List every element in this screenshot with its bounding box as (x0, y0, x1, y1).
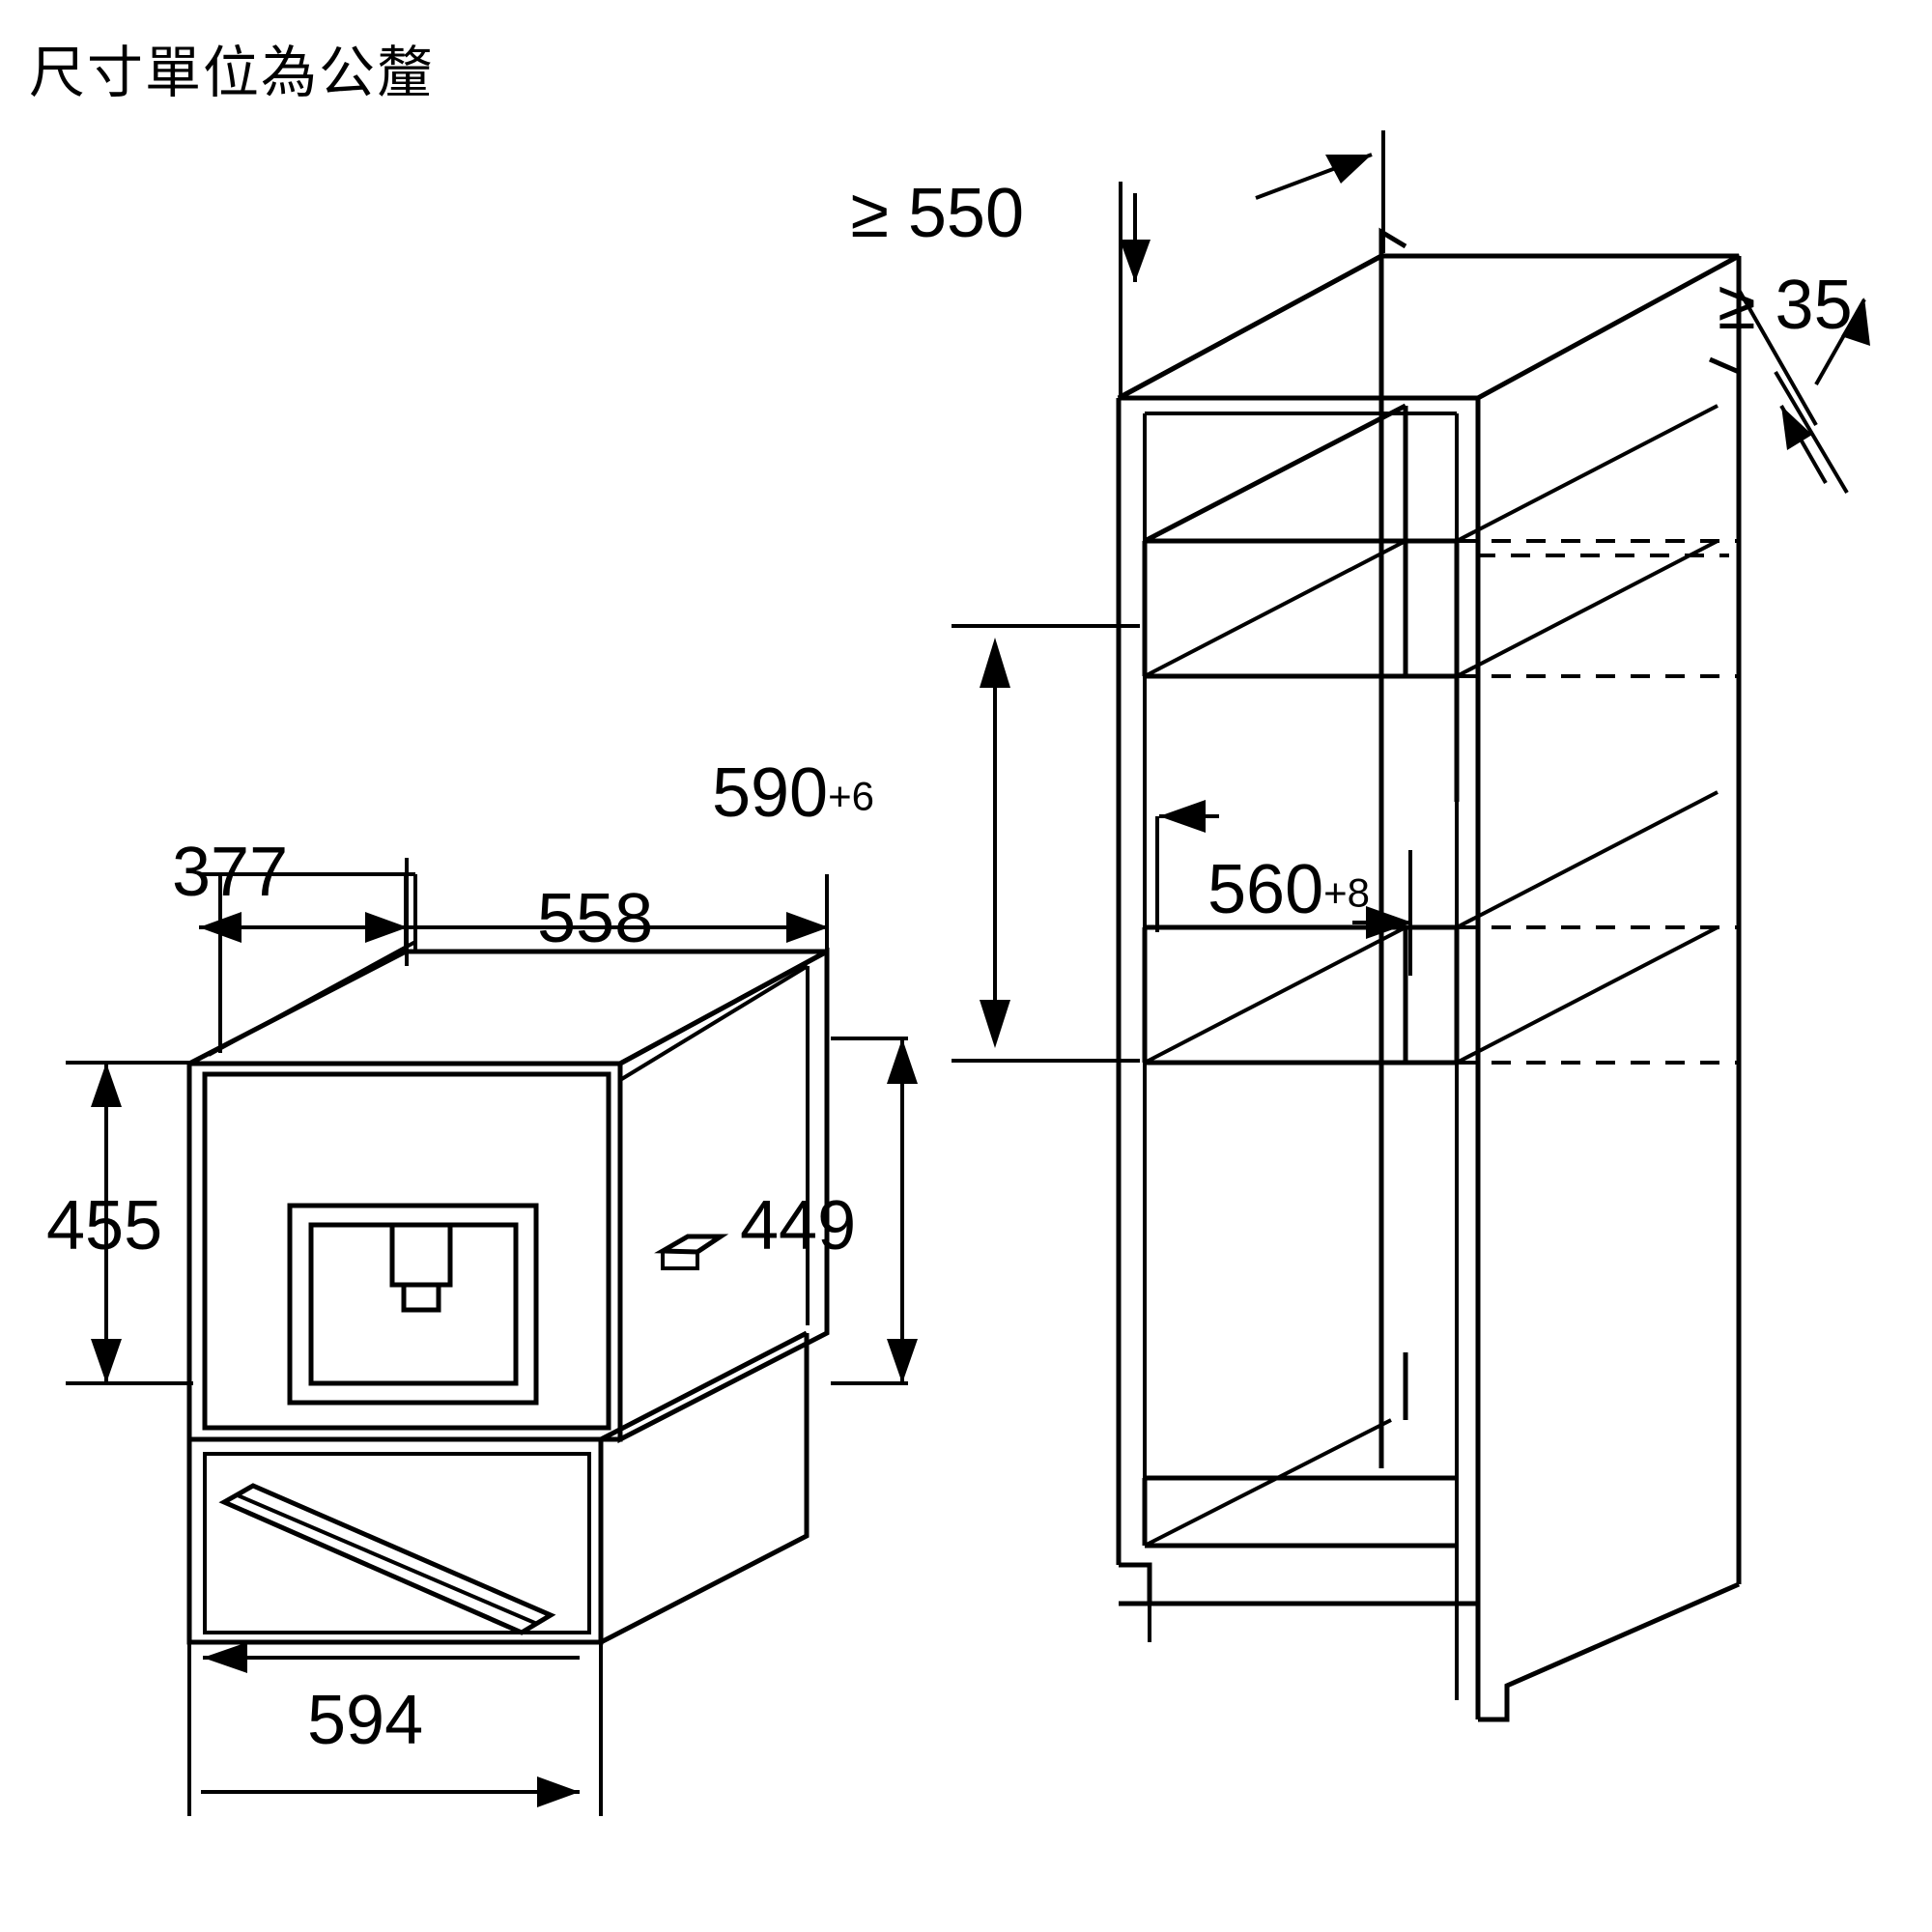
units-note: 尺寸單位為公釐 (29, 42, 436, 104)
label-377-text: 377 (172, 834, 289, 911)
dimension-560 (1155, 800, 1412, 976)
label-449-text: 449 (740, 1187, 857, 1264)
label-560-tol-text: +8 (1323, 869, 1371, 916)
label-590-text: 590 (711, 754, 829, 832)
dimension-377 (199, 858, 415, 1053)
dimension-min-35 (1737, 289, 1870, 495)
label-594-text: 594 (307, 1682, 424, 1759)
label-590-tol-text: +6 (828, 773, 874, 819)
label-590-group: 590+6 (712, 753, 874, 833)
label-455-text: 455 (46, 1187, 163, 1264)
dimension-558 (408, 874, 829, 1032)
label-560-group: 560+8 (1208, 850, 1370, 929)
label-560-text: 560 (1208, 851, 1324, 928)
label-min-550-text: ≥ 550 (850, 175, 1024, 252)
dimension-455 (66, 1061, 193, 1385)
dimension-590 (952, 624, 1140, 1063)
coffee-machine-drawing (66, 858, 918, 1816)
dimension-min-550 (1119, 130, 1385, 396)
dimension-449 (831, 1037, 918, 1385)
dimension-594 (187, 1642, 603, 1816)
label-558-text: 558 (537, 880, 654, 957)
cabinet-drawing (952, 130, 1870, 1722)
label-min-35-text: ≥ 35 (1718, 267, 1853, 344)
